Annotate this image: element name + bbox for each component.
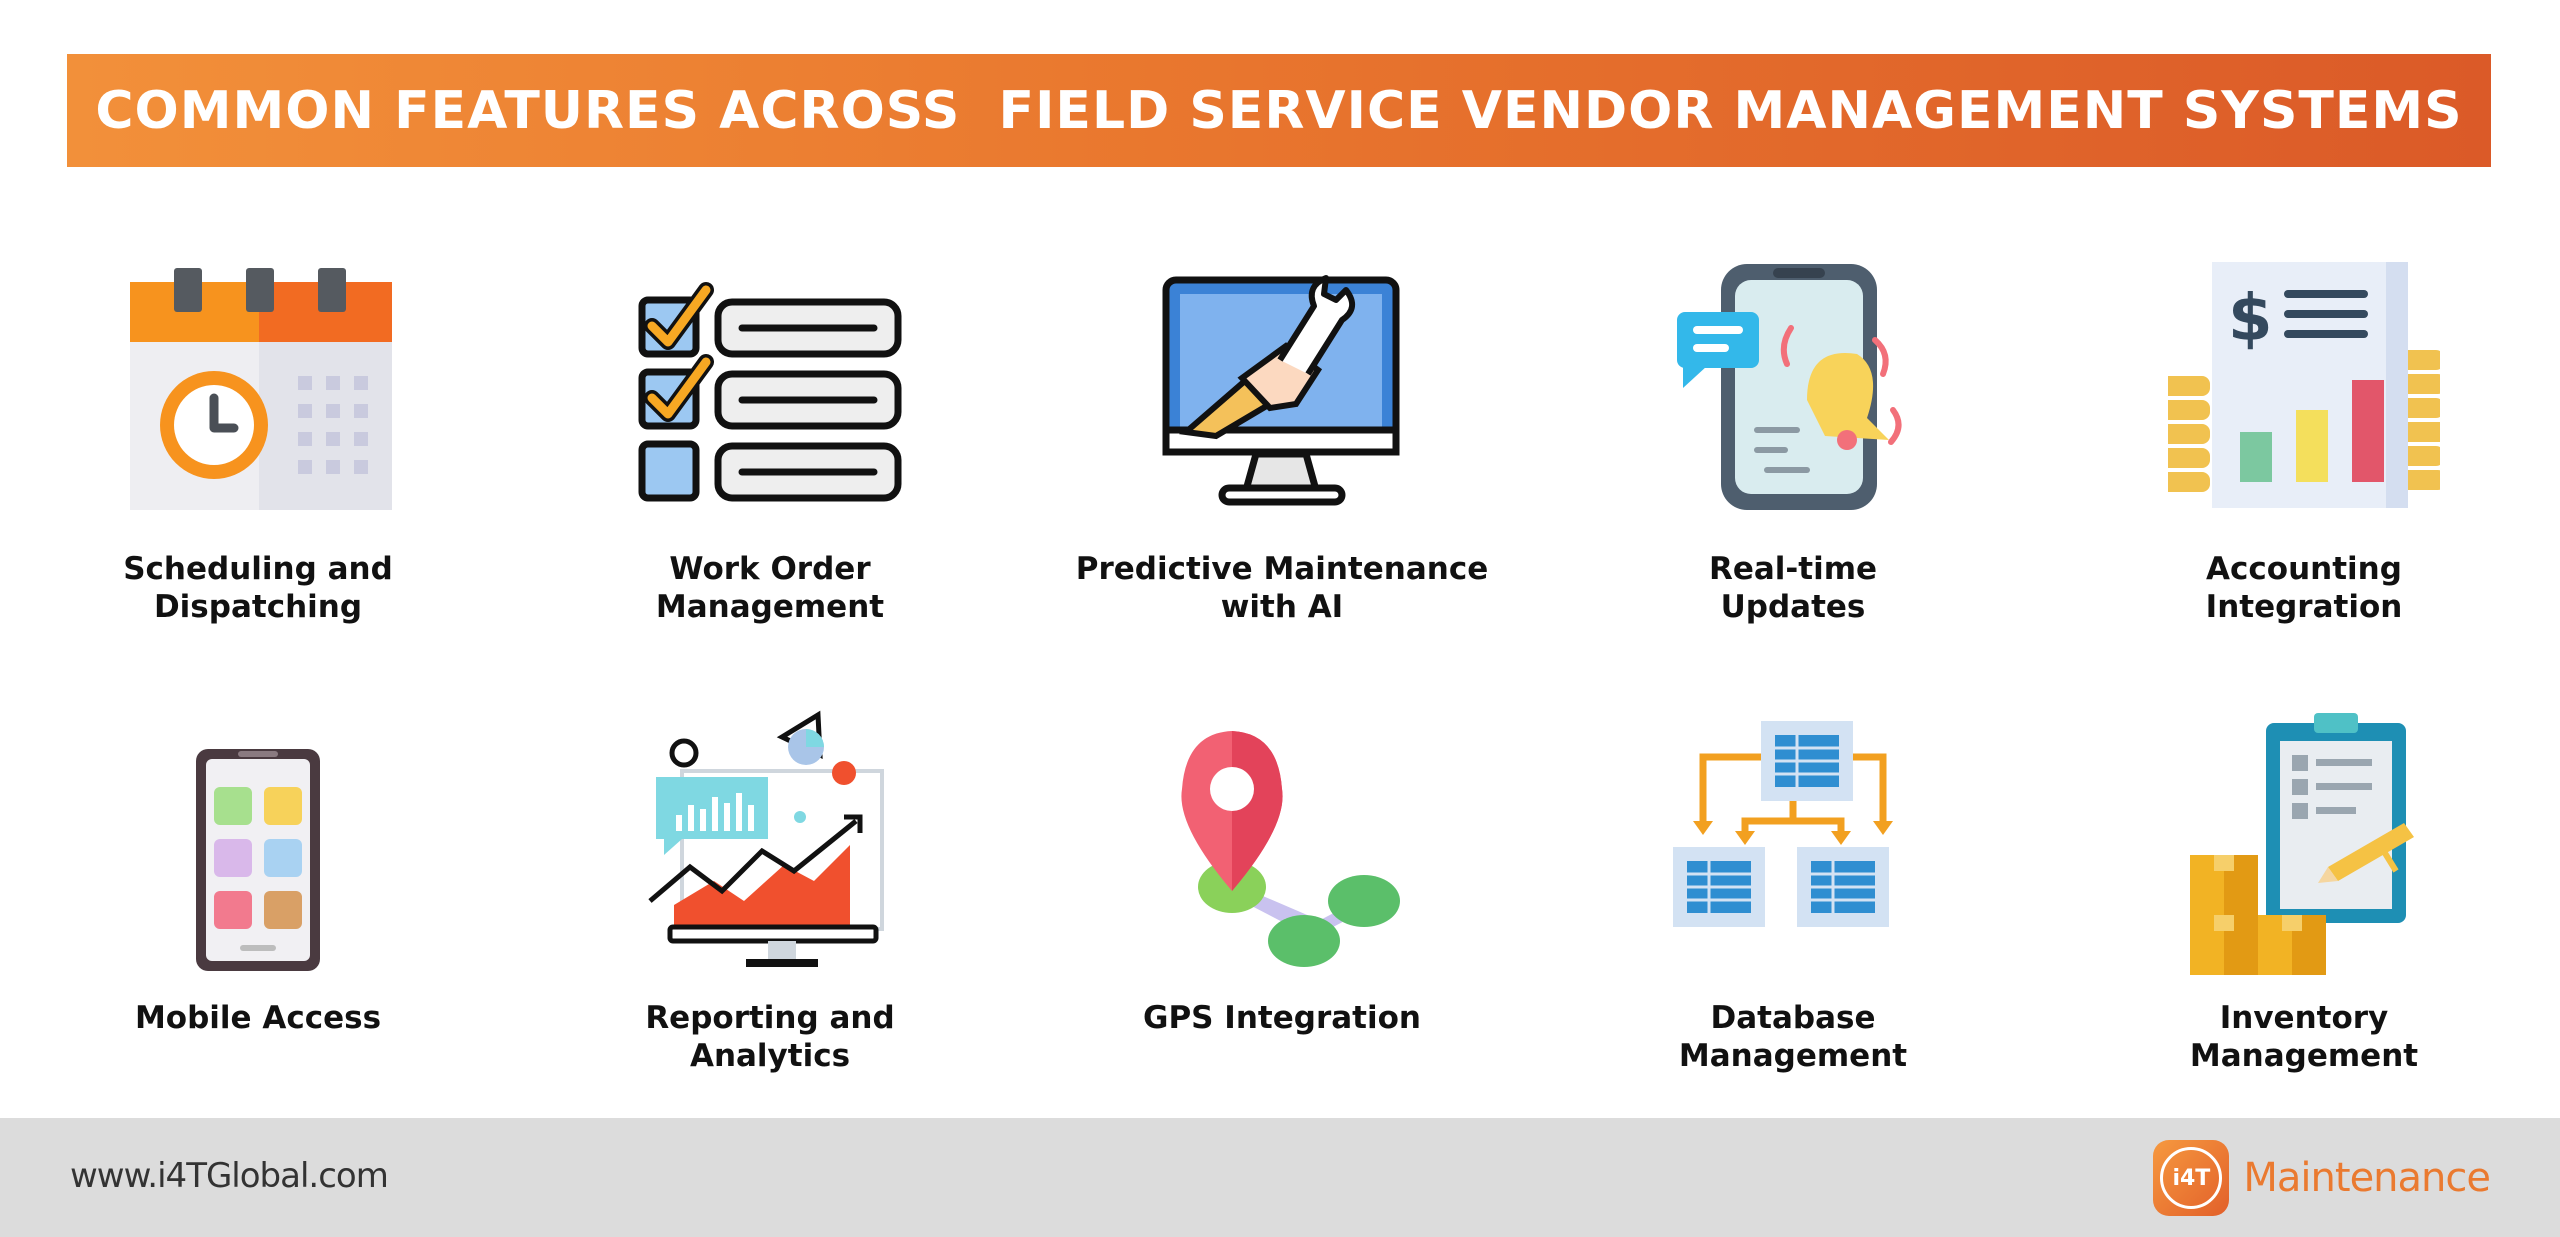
feature-label: GPS Integration: [1143, 1000, 1421, 1036]
brand-logo-text: i4T: [2160, 1147, 2223, 1209]
feature-real-time-updates: Real-time Updates: [1537, 250, 2049, 670]
feature-database: Database Management: [1537, 705, 2049, 1125]
feature-label: Scheduling and Dispatching: [123, 551, 393, 625]
mobile-apps-icon: [196, 749, 320, 971]
feature-label: Real-time Updates: [1708, 551, 1878, 625]
checklist-icon: [638, 282, 902, 502]
brand: i4T Maintenance: [2153, 1140, 2491, 1216]
feature-label: Reporting and Analytics: [645, 1000, 895, 1074]
map-pin-route-icon: [1181, 731, 1400, 967]
analytics-dashboard-icon: [648, 710, 884, 967]
phone-notification-icon: [1677, 264, 1902, 510]
feature-mobile-access: Mobile Access: [2, 705, 514, 1125]
feature-label: Predictive Maintenance with AI: [1075, 551, 1489, 625]
feature-label: Mobile Access: [134, 1000, 382, 1036]
feature-reporting: Reporting and Analytics: [514, 705, 1026, 1125]
feature-scheduling: Scheduling and Dispatching: [2, 250, 514, 670]
brand-logo-icon: i4T: [2153, 1140, 2230, 1216]
clipboard-boxes-icon: [2190, 713, 2414, 975]
feature-gps: GPS Integration: [1026, 705, 1538, 1125]
feature-label: Work Order Management: [655, 551, 885, 625]
website-link[interactable]: www.i4TGlobal.com: [70, 1156, 389, 1196]
page-title: COMMON FEATURES ACROSS FIELD SERVICE VEN…: [95, 80, 2463, 141]
finance-report-icon: $: [2168, 262, 2440, 508]
feature-accounting: $ Accounting Integration: [2048, 250, 2560, 670]
calendar-clock-icon: [130, 268, 392, 510]
feature-label: Accounting Integration: [2205, 551, 2403, 625]
feature-work-order: Work Order Management: [514, 250, 1026, 670]
svg-text:$: $: [2228, 282, 2273, 356]
footer: www.i4TGlobal.com i4T Maintenance: [0, 1118, 2560, 1237]
title-banner: COMMON FEATURES ACROSS FIELD SERVICE VEN…: [67, 54, 2491, 167]
monitor-wrench-icon: [1162, 275, 1400, 506]
feature-inventory: Inventory Management: [2048, 705, 2560, 1125]
database-tables-icon: [1673, 721, 1893, 927]
brand-name: Maintenance: [2243, 1155, 2491, 1201]
feature-label: Inventory Management: [2189, 1000, 2419, 1074]
feature-label: Database Management: [1678, 1000, 1908, 1074]
feature-predictive-maintenance: Predictive Maintenance with AI: [1026, 250, 1538, 670]
